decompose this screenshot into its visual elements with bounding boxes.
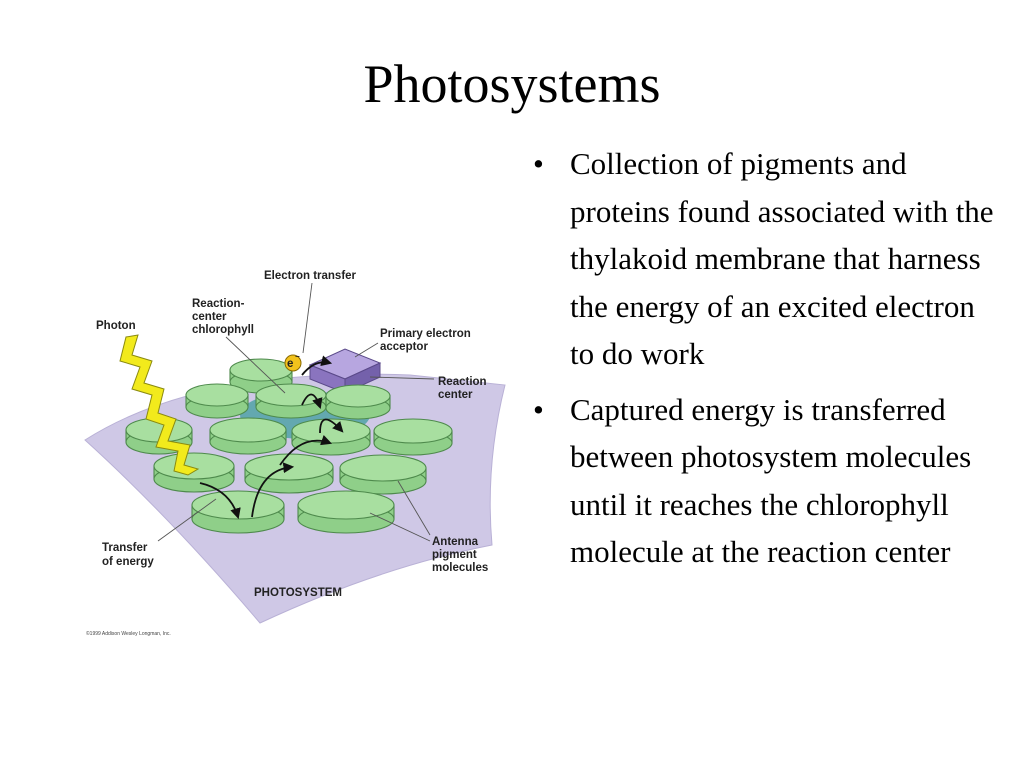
energy-transfer-arrow [319,418,344,434]
pigment-disk [297,490,395,534]
energy-transfer-arrow [251,462,295,518]
label-reaction-center-chlorophyll-3: chlorophyll [192,324,254,336]
electron-transfer-arrow [301,355,333,376]
bullet-item: • Captured energy is transferred between… [528,386,998,576]
electron-superscript: − [295,352,300,361]
leader-reaction-center-chlorophyll [225,336,286,394]
label-reaction-center-2: center [438,389,473,401]
bullet-marker: • [533,146,544,181]
label-reaction-center-chlorophyll-1: Reaction- [192,298,245,310]
copyright-note: ©1999 Addison Wesley Longman, Inc. [86,630,171,637]
label-reaction-center-1: Reaction [438,376,487,388]
antenna-pigment-disks [125,358,453,534]
slide-title: Photosystems [363,54,661,114]
photosystem-diagram: e − Electron transfer Reaction- center c… [80,255,520,650]
energy-transfer-arrow [279,435,333,466]
energy-transfer-arrow [199,482,241,520]
pigment-disk [325,384,391,420]
pigment-disk [373,418,453,456]
leader-antenna-2 [369,512,431,542]
photosystem-svg: e − Electron transfer Reaction- center c… [84,270,506,637]
leader-electron-transfer [302,282,313,354]
label-antenna-pigment-molecules-1: Antenna [432,536,479,548]
leader-primary-electron-acceptor [354,342,379,358]
electron-symbol: e [287,358,293,370]
bullet-text: Collection of pigments and proteins foun… [570,146,994,371]
pigment-disk [339,454,427,495]
bullet-marker: • [533,391,544,427]
label-antenna-pigment-molecules-2: pigment [432,549,477,561]
pigment-disk [191,490,285,534]
label-electron-transfer: Electron transfer [264,270,357,282]
pigment-disk [185,383,249,419]
leader-transfer-of-energy [157,498,217,542]
electron [284,354,302,372]
label-primary-electron-acceptor-1: Primary electron [380,328,471,340]
label-transfer-of-energy-2: of energy [102,556,154,568]
bullet-list: • Collection of pigments and proteins fo… [528,140,998,584]
label-reaction-center-chlorophyll-2: center [192,311,227,323]
photon-bolt [119,334,200,476]
energy-transfer-arrow [301,393,323,410]
label-photon: Photon [96,320,136,332]
reaction-center-chlorophyll-disk [255,383,327,419]
pigment-disk [291,418,371,456]
bullet-text: Captured energy is transferred between p… [570,391,972,570]
leader-antenna-1 [397,480,431,536]
label-primary-electron-acceptor-2: acceptor [380,341,428,353]
bullet-item: • Collection of pigments and proteins fo… [528,140,998,378]
label-transfer-of-energy-1: Transfer [102,542,148,554]
leader-reaction-center [369,376,435,380]
label-photosystem: PHOTOSYSTEM [254,587,342,599]
pigment-disk [153,452,235,493]
pigment-disk [209,417,287,455]
label-antenna-pigment-molecules-3: molecules [432,562,488,574]
pigment-disk [244,453,334,494]
